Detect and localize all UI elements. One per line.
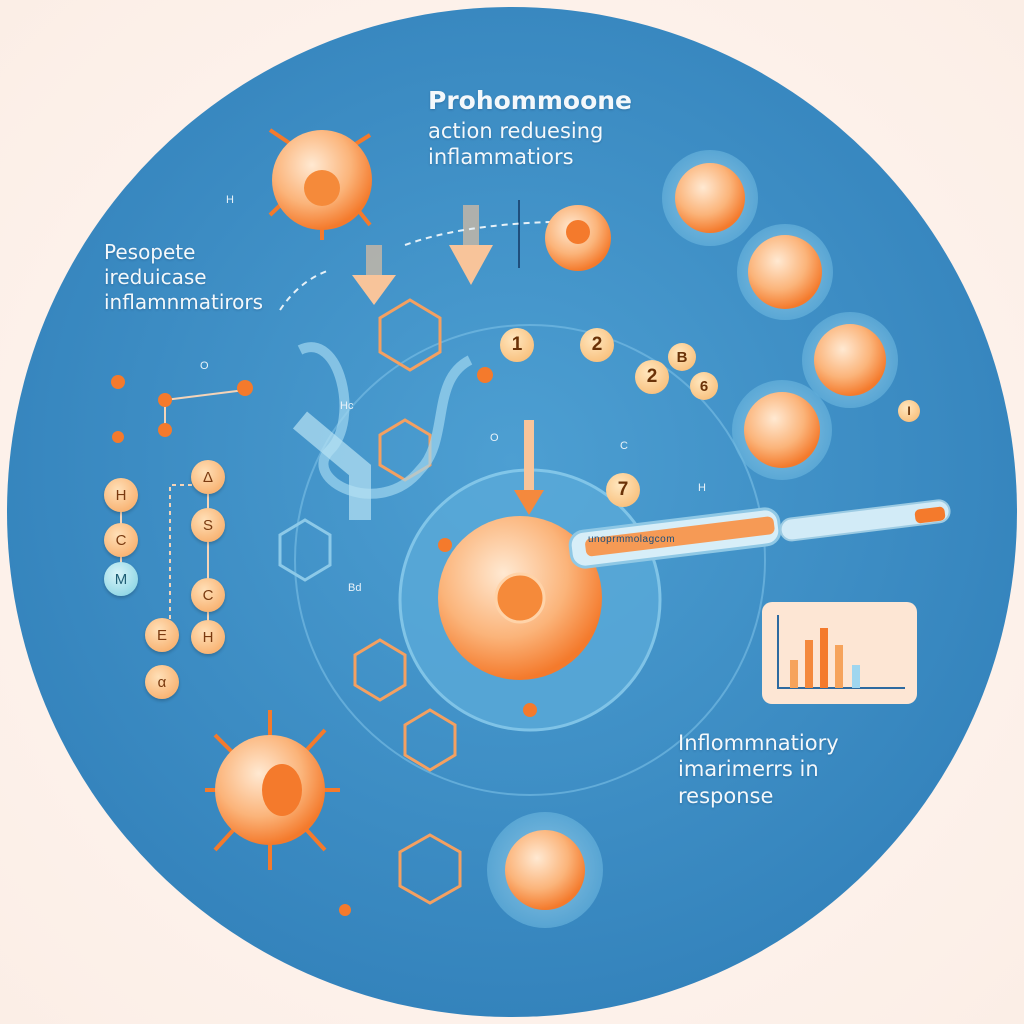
left-label-line: Pesopete [104,240,196,264]
atom-dots [111,367,537,916]
mini-bar-chart [762,602,917,704]
numbered-marker: 1 [500,328,534,362]
molecule-node: α [145,665,179,699]
molecule-node: C [104,523,138,557]
numbered-marker: I [898,400,920,422]
molecule-node: Δ [191,460,225,494]
dashed-path [404,221,551,246]
numbered-marker: 7 [606,473,640,507]
right-label-line: Inflommnatiory [678,731,839,755]
small-label: Bd [348,582,362,594]
virus-cell-top [268,128,372,240]
left-label-line: inflamnmatirors [104,290,264,314]
molecule-node: C [191,578,225,612]
small-label: C [620,440,628,452]
protein-strand [292,411,371,520]
left-label-line: ireduicase [104,265,207,289]
molecule-node: E [145,618,179,652]
right-label: Inflommnatiory imarimerrs in response [678,730,839,809]
right-label-line: imarimerrs in [678,757,819,782]
small-label: Hc [340,400,354,412]
molecule-node: M [104,562,138,596]
molecule-node: H [191,620,225,654]
protein-ribbon [297,342,473,499]
numbered-marker: 6 [690,372,718,400]
molecule-node: H [104,478,138,512]
dashed-arrow-icon [279,269,331,311]
subtitle-line: action reduesing [428,119,604,143]
left-label: Pesopete ireduicase inflamnmatirors [104,240,263,315]
virus-cell-bottom [205,710,340,870]
hexagon-molecule-icon [278,298,462,905]
outer-ring [294,324,766,796]
right-label-line: response [678,783,774,808]
cell-nucleus [494,572,546,624]
subtitle-label: action reduesing inflammatiors [428,118,603,171]
cell-cluster-right [487,150,898,928]
numbered-marker: 2 [580,328,614,362]
numbered-marker: 2 [635,360,669,394]
small-label: O [200,360,209,372]
small-label: O [490,432,499,444]
down-arrow-icon [352,205,544,515]
molecule-node: S [191,508,225,542]
title-label: Prohommoone [428,86,633,115]
small-label: H [698,482,706,494]
numbered-marker: B [668,343,696,371]
syringe-label: unoprmmolagcom [588,534,676,545]
subtitle-line: inflammatiors [428,145,574,170]
syringe-icon [568,499,951,569]
small-label: H [226,194,234,206]
